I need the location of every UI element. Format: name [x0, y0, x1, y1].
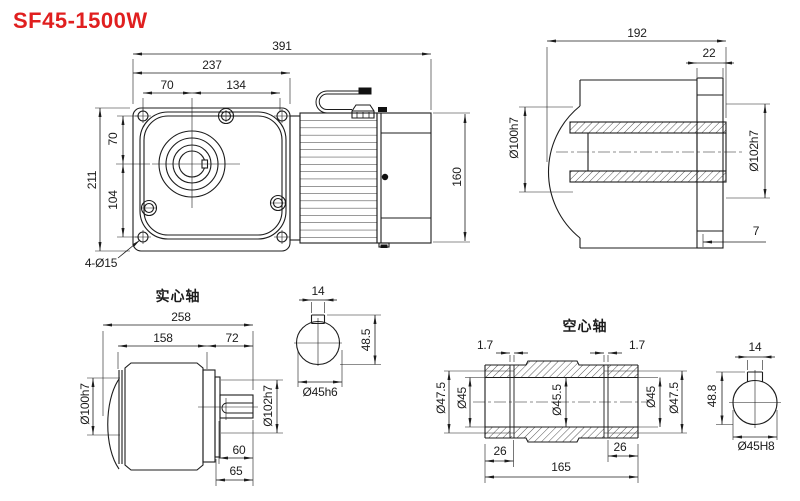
dim-front-flange-height: 211 — [85, 170, 99, 190]
dim-front-total-length: 391 — [272, 39, 292, 53]
hollow-shaft-view-title: 空心轴 — [562, 318, 608, 334]
hollow-section-dimensions — [523, 39, 767, 244]
front-view-details — [358, 87, 389, 248]
hollow-shaft-end-dimensions — [720, 355, 777, 439]
dim-hollow-groove-right: 1.7 — [628, 338, 646, 352]
solid-shaft-view-title: 实心轴 — [155, 288, 201, 304]
dim-solid-right-pilot: Ø102h7 — [261, 385, 275, 427]
dim-hollow-end-length-left: 26 — [493, 444, 507, 458]
dim-front-gearbox-length: 237 — [202, 58, 222, 72]
solid-shaft-view — [107, 362, 254, 471]
dim-hollow-bore-right: Ø45 — [644, 385, 658, 409]
solid-shaft-end-dimensions — [298, 298, 377, 384]
dim-section-left-pilot: Ø100h7 — [507, 117, 521, 159]
hollow-shaft-thin — [444, 355, 687, 483]
dim-front-right-span: 134 — [226, 78, 246, 92]
hollow-shaft-part — [484, 360, 639, 443]
dim-solid-shaft-section: 72 — [225, 331, 239, 345]
dim-hollow-groove-dia-left: Ø47.5 — [434, 382, 448, 414]
hollow-shaft-end-thin — [716, 360, 781, 440]
dim-section-flange-thickness: 22 — [702, 46, 716, 60]
dim-hollow-bore-middle: Ø45.5 — [550, 384, 564, 416]
dim-hollow-total-length: 165 — [551, 460, 571, 474]
dim-hollow-end-length-right: 26 — [613, 440, 627, 454]
dim-section-total-length: 192 — [627, 26, 647, 40]
dim-front-center-offset-top: 70 — [106, 132, 120, 146]
drawing-title: SF45-1500W — [13, 8, 148, 33]
hollow-shaft-dimensions — [447, 351, 684, 479]
dim-section-right-pilot: Ø102h7 — [747, 130, 761, 172]
dim-solid-end-key-height: 48.5 — [359, 328, 373, 352]
dim-solid-total-length: 258 — [171, 310, 191, 324]
hollow-section-thin — [519, 47, 770, 247]
hollow-section-view — [547, 77, 727, 249]
solid-shaft-dimensions — [91, 323, 279, 482]
dim-front-left-span: 70 — [160, 78, 174, 92]
dim-solid-body-length: 158 — [153, 331, 173, 345]
dim-front-motor-height: 160 — [450, 167, 464, 187]
dim-section-shaft-protrusion: 7 — [752, 224, 760, 238]
dim-solid-shaft-length: 60 — [232, 443, 246, 457]
dim-solid-end-diameter: Ø45h6 — [302, 385, 338, 399]
dim-front-center-offset-bottom: 104 — [106, 190, 120, 210]
dim-front-mounting-holes: 4-Ø15 — [84, 256, 118, 270]
dim-hollow-end-diameter: Ø45H8 — [737, 439, 775, 453]
dim-solid-end-key-width: 14 — [311, 284, 325, 298]
dim-hollow-end-key-width: 14 — [748, 340, 762, 354]
front-view-dimensions — [98, 52, 467, 259]
dim-solid-left-pilot: Ø100h7 — [78, 383, 92, 425]
solid-shaft-thin — [87, 331, 283, 486]
dim-hollow-groove-dia-right: Ø47.5 — [667, 382, 681, 414]
dim-hollow-groove-left: 1.7 — [476, 338, 494, 352]
dim-hollow-bore-left: Ø45 — [455, 386, 469, 410]
dim-hollow-end-key-height: 48.8 — [705, 384, 719, 408]
dim-solid-shaft-full-length: 65 — [229, 464, 243, 478]
front-view-centerlines — [95, 59, 470, 252]
